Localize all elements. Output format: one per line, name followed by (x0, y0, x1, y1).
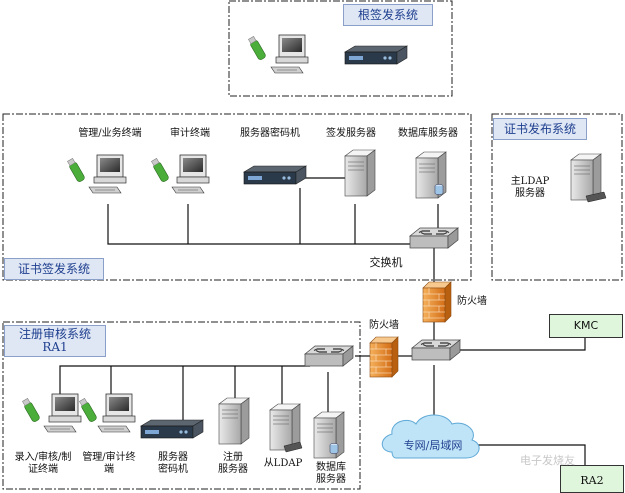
register-server-label: 注册 服务器 (218, 452, 248, 475)
mgmt-terminal-label: 管理/业务终端 (78, 128, 142, 139)
usb-key-icon (247, 35, 267, 61)
workstation-icon (88, 154, 127, 194)
workstation-icon (270, 34, 309, 74)
server-icon (313, 411, 345, 459)
database-icon (329, 443, 339, 454)
usb-key-icon (66, 157, 86, 183)
crypto-machine-icon (243, 165, 307, 185)
firewall-label: 防火墙 (457, 296, 487, 307)
root-ca-title: 根签发系统 (343, 4, 433, 26)
ra-crypto-label: 服务器 密码机 (158, 452, 188, 475)
db-server-label: 数据库服务器 (398, 128, 458, 139)
usb-key-icon (150, 157, 170, 183)
sign-server-label: 签发服务器 (326, 128, 376, 139)
workstation-icon (43, 393, 82, 433)
slave-ldap-label: 从LDAP (263, 458, 303, 469)
server-icon (218, 397, 250, 445)
cert-publish-frame (491, 113, 623, 281)
ra-title-line2: RA1 (42, 340, 68, 354)
switch-label: 交换机 (369, 256, 403, 269)
database-icon (434, 184, 444, 195)
cloud-icon (381, 414, 480, 459)
ra-db-label: 数据库 服务器 (316, 462, 346, 485)
cloud-label: 专网/局域网 (403, 439, 463, 452)
server-icon (344, 149, 376, 197)
root-ca-frame (228, 0, 453, 97)
switch-icon (409, 227, 459, 249)
ra-title-line1: 注册审核系统 (18, 327, 91, 341)
firewall-label: 防火墙 (369, 320, 399, 331)
audit-terminal-label: 审计终端 (170, 128, 210, 139)
cert-issue-title: 证书签发系统 (4, 258, 104, 280)
ra-frame (2, 321, 361, 490)
crypto-machine-icon (344, 45, 408, 65)
usb-key-icon (21, 397, 41, 423)
watermark: 电子发烧友 (520, 454, 575, 467)
server-icon (570, 153, 602, 201)
switch-icon (304, 345, 354, 367)
crypto-machine-icon (140, 419, 204, 439)
main-ldap-label: 主LDAP 服务器 (510, 176, 550, 199)
firewall-icon (422, 281, 452, 323)
cert-issue-frame (2, 113, 472, 281)
kmc-box: KMC (549, 314, 623, 338)
ra-title: 注册审核系统 RA1 (4, 325, 106, 357)
ra2-box: RA2 (560, 465, 624, 493)
cert-publish-title: 证书发布系统 (493, 118, 587, 140)
entry-terminal-label: 录入/审核/制 证终端 (14, 452, 72, 475)
firewall-icon (369, 336, 399, 378)
usb-key-icon (78, 397, 98, 423)
workstation-icon (97, 393, 136, 433)
workstation-icon (171, 154, 210, 194)
switch-icon (411, 339, 461, 361)
server-crypto-label: 服务器密码机 (240, 128, 300, 139)
mgmt-audit-terminal-label: 管理/审计终 端 (82, 452, 136, 475)
ra2-label: RA2 (580, 474, 604, 487)
